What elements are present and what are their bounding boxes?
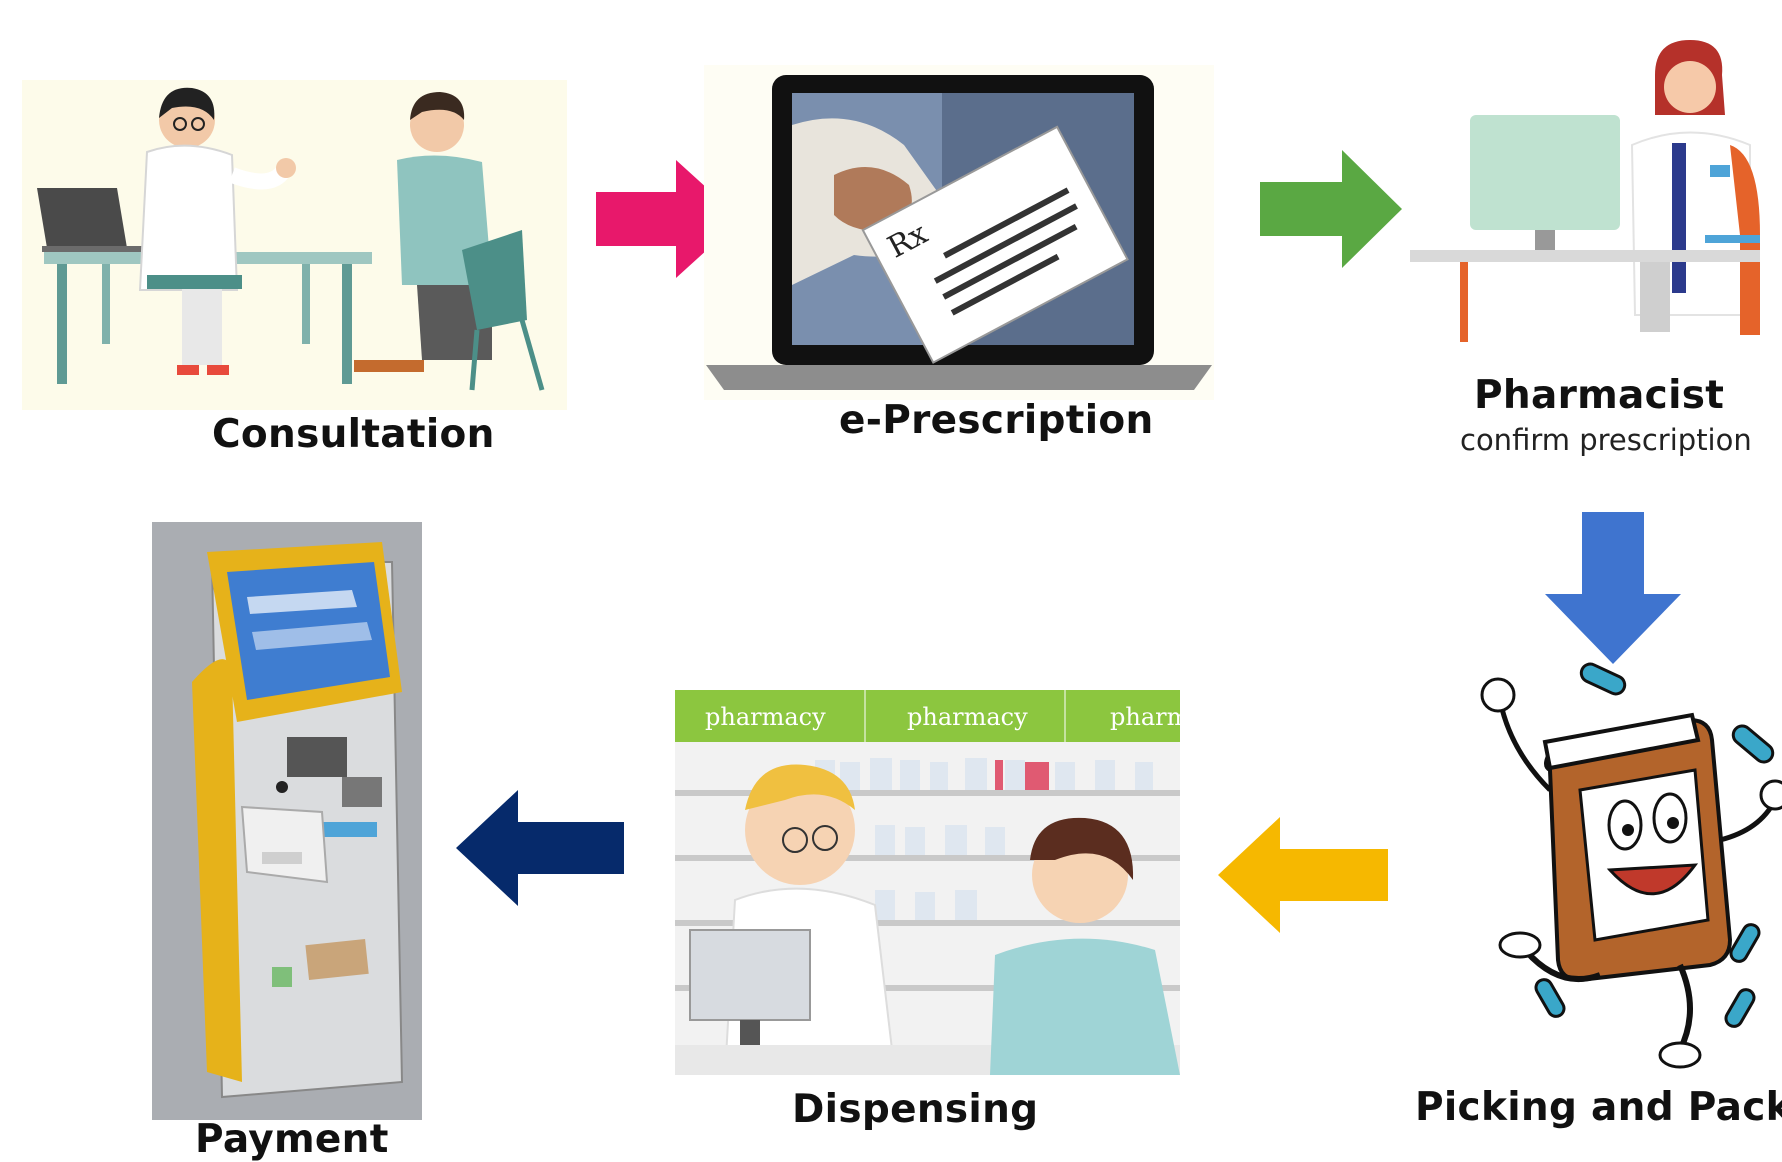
step-sublabel-pharmacist: confirm prescription bbox=[1460, 423, 1752, 457]
step-label-picking-and-packing: Picking and Packing bbox=[1415, 1085, 1782, 1130]
pill-bottle-illustration bbox=[1430, 660, 1782, 1080]
step-label-consultation: Consultation bbox=[212, 412, 495, 457]
step-label-dispensing: Dispensing bbox=[792, 1087, 1039, 1132]
arrow-left-icon bbox=[456, 790, 624, 906]
step-label-pharmacist: Pharmacist bbox=[1474, 373, 1725, 418]
step-label-e-prescription: e-Prescription bbox=[839, 398, 1154, 443]
pharmacy-sign: pharmacy bbox=[705, 703, 826, 731]
pharmacy-sign: pharmacy bbox=[907, 703, 1028, 731]
payment-kiosk-illustration bbox=[152, 522, 422, 1120]
arrow-right-icon bbox=[1260, 150, 1402, 268]
dispensing-illustration: pharmacy pharmacy pharmacy bbox=[675, 690, 1180, 1075]
e-prescription-illustration: Rx bbox=[704, 65, 1214, 400]
arrow-down-icon bbox=[1545, 512, 1681, 664]
consultation-illustration bbox=[22, 80, 567, 410]
pharmacist-illustration bbox=[1410, 35, 1770, 345]
step-label-payment: Payment bbox=[195, 1117, 389, 1162]
pharmacy-sign: pharmacy bbox=[1110, 703, 1180, 731]
arrow-left-icon bbox=[1218, 817, 1388, 933]
